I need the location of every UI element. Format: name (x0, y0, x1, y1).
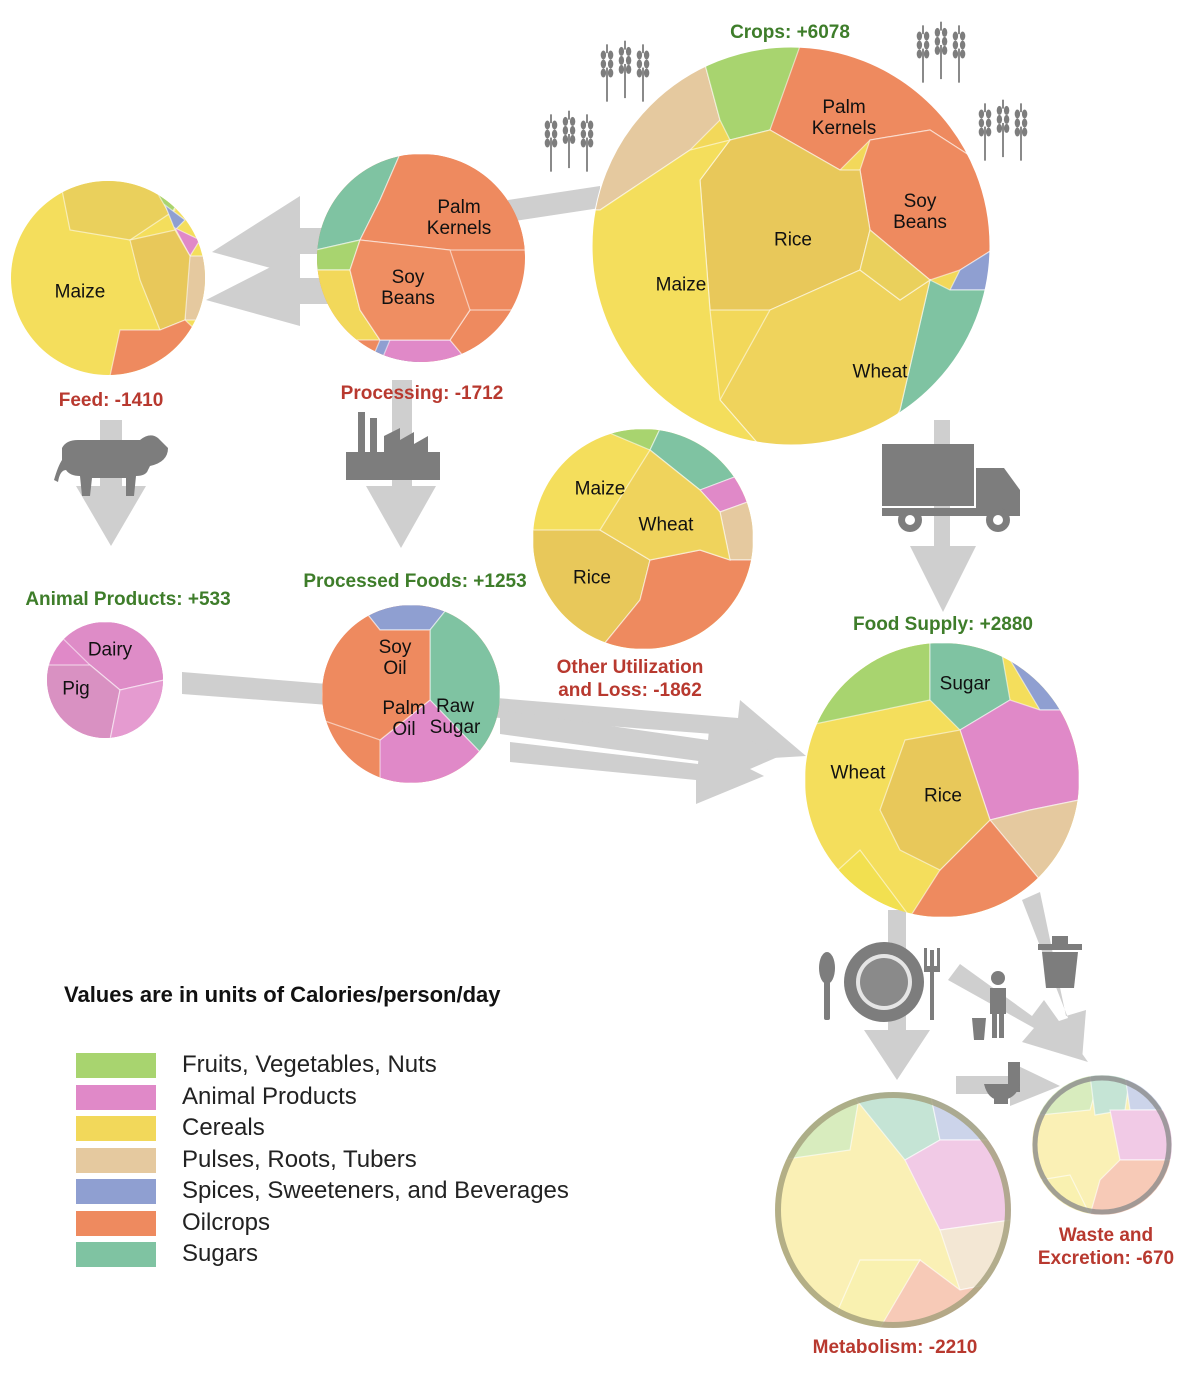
animal-products-circle (47, 622, 163, 738)
other-utilization-circle (533, 429, 753, 649)
other-cell-maize: Maize (574, 478, 626, 500)
arrow-food-to-waste-2 (948, 964, 1088, 1062)
factory-icon (346, 412, 440, 480)
feed-circle (11, 181, 205, 375)
arrow-processing-to-feed-1 (212, 196, 330, 276)
crops-cell-wheat: Wheat (852, 361, 908, 383)
other-cell-wheat: Wheat (638, 514, 694, 536)
crops-cell-palm-kernels: Palm Kernels (811, 97, 877, 139)
plate-icon (819, 942, 940, 1022)
legend-label: Fruits, Vegetables, Nuts (182, 1051, 437, 1078)
processing-circle (317, 154, 525, 362)
legend-label: Oilcrops (182, 1208, 271, 1236)
animal-products-label: Animal Products: +533 (25, 589, 231, 610)
legend-label: Spices, Sweeteners, and Beverages (182, 1177, 569, 1204)
legend-swatch (76, 1084, 156, 1110)
legend-swatch (76, 1116, 156, 1141)
crops-cell-maize: Maize (655, 274, 707, 296)
food-cell-wheat: Wheat (830, 762, 886, 784)
feed-label: Feed: -1410 (58, 390, 164, 411)
legend-label: Pulses, Roots, Tubers (182, 1145, 417, 1173)
person-litter-icon (972, 971, 1006, 1040)
legend-swatch (76, 1053, 156, 1078)
food-cell-sugar: Sugar (939, 673, 991, 695)
toilet-icon (984, 1062, 1020, 1104)
other-cell-rice: Rice (572, 567, 612, 589)
processed-cell-palm-oil: Palm Oil (382, 698, 426, 740)
metabolism-label: Metabolism: -2210 (812, 1337, 978, 1358)
processing-label: Processing: -1712 (340, 383, 504, 404)
processing-cell-soy-beans: Soy Beans (381, 267, 435, 309)
waste-label: Waste and Excretion: -670 (1037, 1225, 1175, 1269)
legend-title: Values are in units of Calories/person/d… (64, 982, 501, 1007)
processed-cell-soy-oil: Soy Oil (378, 637, 412, 679)
waste-circle (1032, 1075, 1172, 1215)
legend-label: Animal Products (182, 1082, 357, 1110)
food-supply-label: Food Supply: +2880 (852, 614, 1033, 635)
legend-label: Cereals (182, 1114, 265, 1141)
arrow-crops-to-processing (508, 186, 600, 222)
crops-cell-soy-beans: Soy Beans (893, 191, 947, 233)
metabolism-circle (775, 1092, 1011, 1328)
legend-swatch (76, 1179, 156, 1204)
arrow-processed-to-food-2 (510, 742, 764, 804)
crops-label: Crops: +6078 (730, 22, 850, 43)
other-utilization-label: Other Utilization and Loss: -1862 (556, 657, 704, 701)
arrow-processing-to-feed-2 (206, 252, 330, 326)
processed-foods-circle (322, 605, 500, 783)
truck-icon (882, 444, 1020, 532)
legend-label: Sugars (182, 1240, 259, 1267)
legend-swatch (76, 1147, 156, 1173)
processing-cell-palm-kernels: Palm Kernels (426, 197, 492, 239)
processed-foods-label: Processed Foods: +1253 (303, 571, 527, 592)
feed-cell-maize: Maize (54, 281, 106, 303)
legend-swatch (76, 1242, 156, 1267)
legend-swatch (76, 1210, 156, 1236)
arrow-feed-to-animal (76, 420, 146, 546)
animal-cell-pig: Pig (62, 678, 90, 700)
animal-cell-dairy: Dairy (87, 639, 133, 661)
trash-icon (1038, 936, 1082, 988)
food-cell-rice: Rice (923, 785, 963, 807)
crops-cell-rice: Rice (773, 229, 813, 251)
cow-icon (54, 435, 168, 496)
processed-cell-raw-sugar: Raw Sugar (429, 696, 481, 738)
